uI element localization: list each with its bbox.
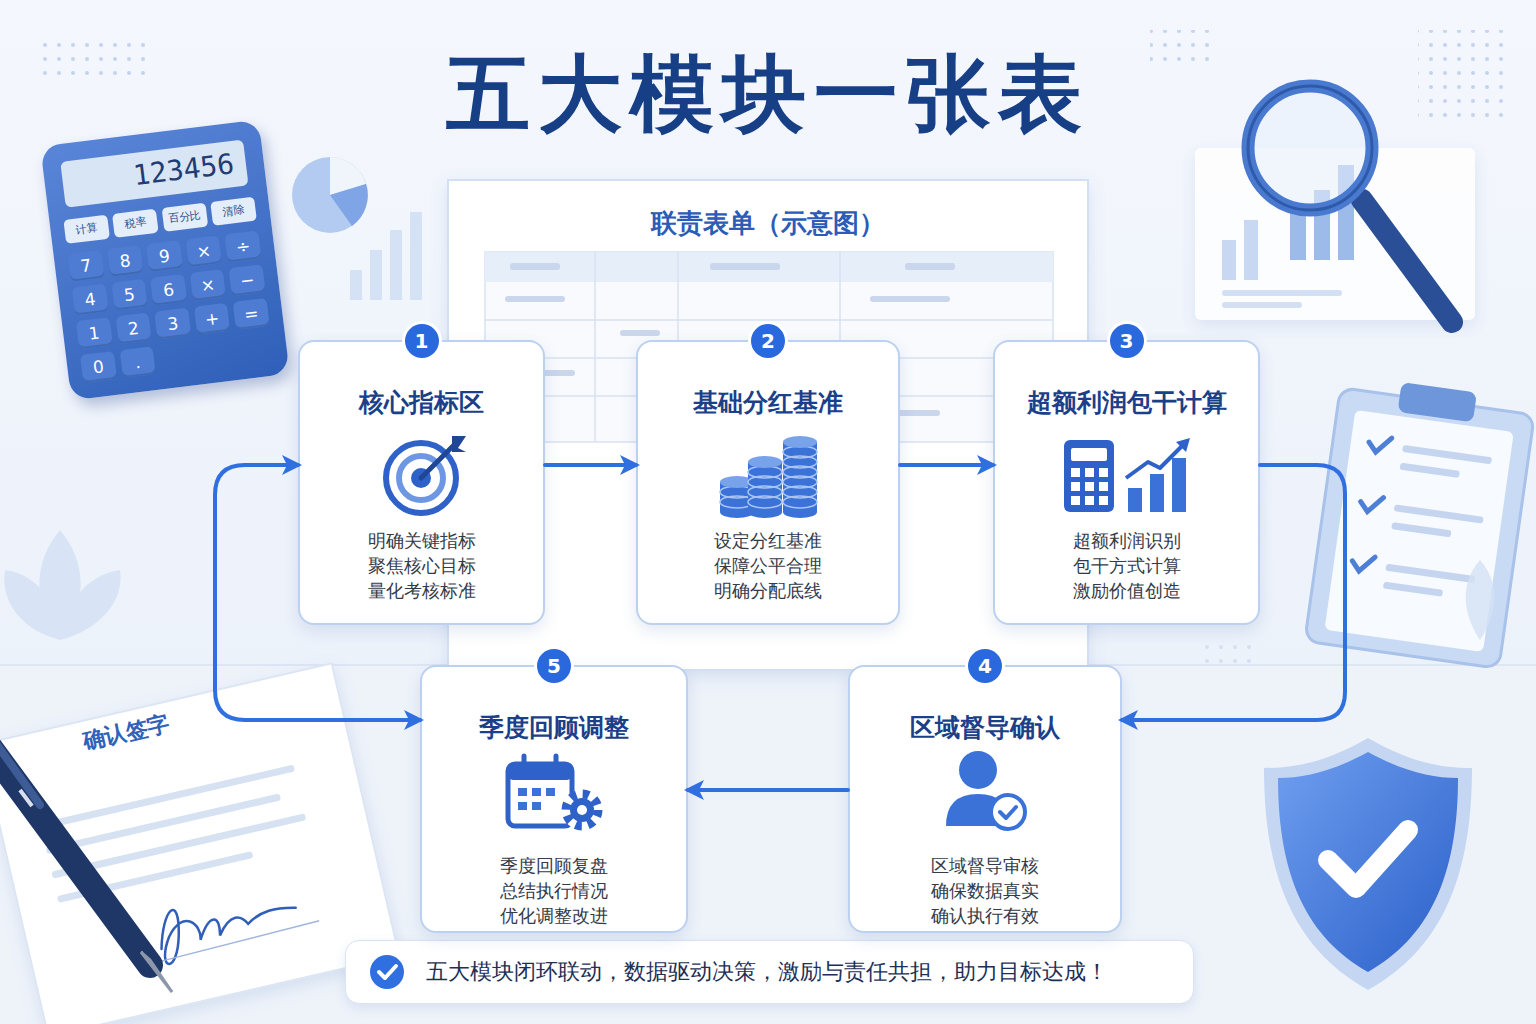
calculator-button: 百分比	[161, 203, 208, 232]
calculator-keypad: 789×÷456×−123+=0.	[68, 230, 274, 382]
calculator-key: −	[229, 264, 266, 296]
module-box: 3超额利润包干计算超额利润识别 包干方式计算 激励价值创造	[993, 340, 1260, 625]
calculator-key: 2	[115, 312, 152, 344]
calculator-button: 税率	[112, 209, 159, 238]
calculator-key: ÷	[225, 230, 262, 262]
calculator-key: =	[233, 298, 270, 330]
module-box: 2基础分红基准设定分红基准 保障公平合理 明确分配底线	[636, 340, 900, 625]
module-heading: 基础分红基准	[638, 386, 898, 419]
module-description: 季度回顾复盘 总结执行情况 优化调整改进	[469, 853, 639, 928]
module-box: 1核心指标区明确关键指标 聚焦核心目标 量化考核标准	[298, 340, 545, 625]
calculator-key: 8	[107, 245, 144, 277]
calculator-key: 9	[146, 240, 183, 272]
calculator-display: 123456	[60, 140, 248, 208]
module-description: 区域督导审核 确保数据真实 确认执行有效	[900, 853, 1070, 928]
module-description: 超额利润识别 包干方式计算 激励价值创造	[1042, 528, 1212, 603]
page-title: 五大模块一张表	[0, 38, 1536, 152]
callout-number: 1	[405, 324, 439, 358]
calculator-key: ×	[185, 235, 222, 267]
calculator-key: .	[119, 346, 156, 378]
magnifier-chart-card	[1195, 86, 1475, 322]
calculator-key: 1	[76, 317, 113, 349]
flow-arrow	[900, 463, 993, 467]
calculator-key: 6	[150, 274, 187, 306]
module-description: 明确关键指标 聚焦核心目标 量化考核标准	[337, 528, 507, 603]
check-icon	[368, 953, 406, 991]
flow-arrow	[545, 463, 636, 467]
module-box: 4区域督导确认区域督导审核 确保数据真实 确认执行有效	[848, 665, 1122, 933]
calculator-key: 0	[80, 351, 117, 383]
pen	[0, 742, 172, 992]
calculator-key: 7	[68, 250, 105, 282]
pie-chart	[292, 157, 368, 233]
clipboard	[1305, 374, 1536, 669]
faint-bars	[350, 212, 422, 300]
module-heading: 超额利润包干计算	[995, 386, 1258, 419]
module-box: 5季度回顾调整季度回顾复盘 总结执行情况 优化调整改进	[420, 665, 688, 933]
document-heading: 联责表单（示意图）	[448, 206, 1088, 241]
callout-number: 4	[968, 649, 1002, 683]
module-heading: 区域督导确认	[850, 711, 1120, 744]
calculator-button: 清除	[210, 197, 257, 226]
calculator-button: 计算	[63, 215, 110, 244]
callout-number: 3	[1110, 324, 1144, 358]
calculator: 123456 计算 税率 百分比 清除 789×÷456×−123+=0.	[40, 120, 290, 401]
caption-banner: 五大模块闭环联动，数据驱动决策，激励与责任共担，助力目标达成！	[345, 940, 1194, 1004]
flow-arrow	[688, 788, 848, 792]
callout-number: 2	[751, 324, 785, 358]
shield-check	[1264, 738, 1472, 990]
module-heading: 核心指标区	[300, 386, 543, 419]
signed-paper	[0, 663, 399, 1024]
calculator-key: ×	[190, 269, 227, 301]
calculator-key: 5	[111, 279, 148, 311]
module-heading: 季度回顾调整	[422, 711, 686, 744]
callout-number: 5	[537, 649, 571, 683]
calculator-key: 4	[72, 283, 109, 315]
caption-text: 五大模块闭环联动，数据驱动决策，激励与责任共担，助力目标达成！	[426, 941, 1108, 1003]
calculator-key: +	[194, 303, 231, 335]
calculator-key: 3	[154, 308, 191, 340]
module-description: 设定分红基准 保障公平合理 明确分配底线	[683, 528, 853, 603]
